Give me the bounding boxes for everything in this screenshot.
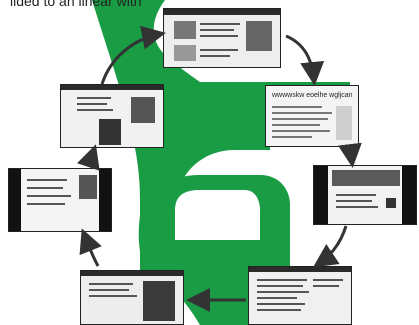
- thumb-text-line: [89, 295, 137, 297]
- thumb-titlebar: [249, 267, 351, 272]
- thumb-image: [174, 45, 196, 61]
- thumb-banner-image: [332, 170, 400, 186]
- thumb-text-line: [257, 285, 303, 287]
- thumb-dark-right: [99, 169, 111, 231]
- thumb-text-line: [257, 291, 309, 293]
- thumb-icon-block: [386, 198, 396, 208]
- thumb-text-line: [272, 130, 330, 132]
- thumb-text-line: [336, 194, 376, 196]
- thumb-titlebar: [81, 271, 183, 276]
- thumb-text-line: [200, 49, 238, 51]
- screenshot-thumb-bottom-left: [80, 270, 184, 325]
- screenshot-thumb-bottom-right: [248, 266, 352, 325]
- thumb-text-line: [77, 97, 111, 99]
- thumb-text-line: [336, 206, 378, 208]
- thumb-text-line: [200, 55, 230, 57]
- thumb-text-line: [257, 303, 305, 305]
- thumb-titlebar: [61, 85, 163, 90]
- thumb-text-line: [336, 200, 372, 202]
- thumb-text-line: [200, 23, 240, 25]
- thumb-text-line: [272, 136, 312, 138]
- thumb-text-line: [89, 289, 129, 291]
- thumb-text-line: [27, 203, 65, 205]
- thumb-text-line: [313, 279, 343, 281]
- screenshot-thumb-left-middle: [8, 168, 112, 232]
- thumb-titlebar: [164, 9, 280, 15]
- thumb-text-line: [313, 285, 339, 287]
- thumb-sidebar-block: [143, 281, 175, 321]
- thumb-text-line: [257, 297, 297, 299]
- thumb-text-line: [27, 195, 71, 197]
- thumb-text-line: [27, 187, 63, 189]
- thumb-dark-right: [402, 166, 416, 224]
- thumb-text-line: [77, 103, 107, 105]
- caption-text: ilded to an linear with: [10, 0, 142, 9]
- thumb-text-line: [272, 124, 320, 126]
- thumb-text-line: [272, 112, 332, 114]
- thumb-sidebar-block: [246, 21, 272, 51]
- thumb-text-line: [272, 106, 322, 108]
- thumb-text-line: [77, 109, 113, 111]
- thumb-header-text: wwwwskw eoelhe wgljcan: [272, 92, 353, 99]
- thumb-dark-left: [9, 169, 21, 231]
- screenshot-thumb-right-middle: [313, 165, 417, 225]
- thumb-text-line: [272, 118, 328, 120]
- thumb-image: [174, 21, 196, 39]
- thumb-text-line: [200, 29, 234, 31]
- screenshot-thumb-right-upper: wwwwskw eoelhe wgljcan: [265, 85, 359, 147]
- thumb-text-line: [257, 309, 301, 311]
- thumb-text-line: [89, 283, 133, 285]
- thumb-profile-image: [79, 175, 97, 199]
- thumb-dark-left: [314, 166, 328, 224]
- screenshot-thumb-left-upper: [60, 84, 164, 148]
- thumb-side-image: [131, 97, 155, 123]
- thumb-text-line: [27, 179, 67, 181]
- thumb-profile-image: [99, 119, 121, 145]
- screenshot-thumb-top: [163, 8, 281, 68]
- thumb-text-line: [200, 35, 238, 37]
- thumb-sidebar-block: [336, 106, 352, 140]
- thumb-text-line: [257, 279, 307, 281]
